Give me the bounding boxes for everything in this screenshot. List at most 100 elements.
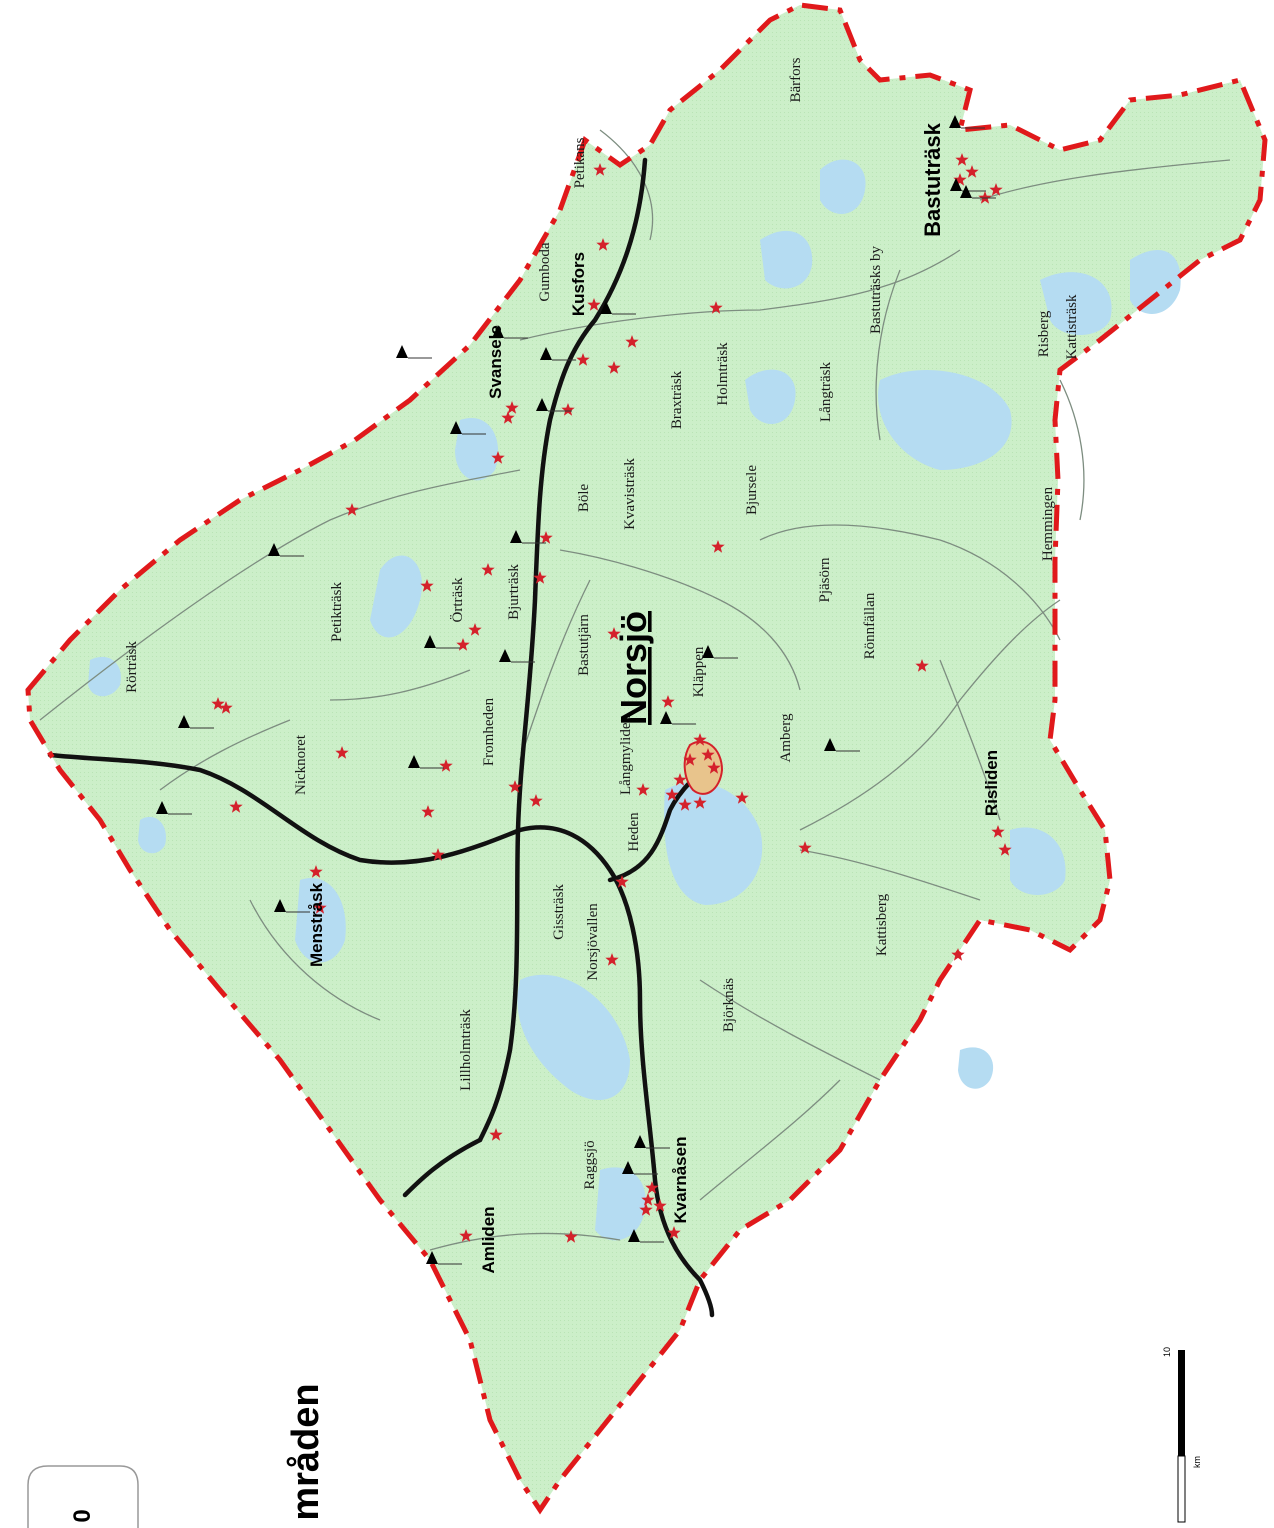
- star-icon: [701, 748, 715, 761]
- star-icon: [625, 335, 639, 348]
- triangle-flag-icon: [600, 301, 636, 315]
- triangle-flag-icon: [424, 635, 460, 649]
- label-risliden: Risliden: [982, 750, 1001, 816]
- star-icon: [576, 353, 590, 366]
- star-icon: [955, 153, 969, 166]
- star-icon: [229, 800, 243, 813]
- star-icon: [693, 733, 707, 746]
- label-norsjovallen: Norsjövallen: [585, 903, 601, 981]
- label-bjursele: Bjursele: [744, 465, 760, 515]
- star-icon: [653, 1199, 667, 1212]
- star-icon: [596, 238, 610, 251]
- label-langtrask: Långträsk: [818, 362, 834, 422]
- label-fromheden: Fromheden: [481, 697, 497, 766]
- triangle-flag-icon: [628, 1229, 664, 1243]
- label-hemmingen: Hemmingen: [1040, 486, 1056, 561]
- label-kattisberg: Kattisberg: [874, 893, 890, 956]
- star-icon: [607, 361, 621, 374]
- label-menstrask: Menstråsk: [307, 882, 326, 967]
- star-icon: [661, 695, 675, 708]
- star-icon: [673, 773, 687, 786]
- star-icon: [711, 540, 725, 553]
- star-icon: [309, 865, 323, 878]
- triangle-flag-icon: [660, 711, 696, 725]
- triangle-flag-icon: [408, 755, 444, 769]
- triangle-flag-icon: [492, 325, 528, 339]
- triangle-flag-icon: [702, 645, 738, 659]
- map-title-fragment: mråden: [285, 1383, 327, 1520]
- triangle-flag-icon: [824, 738, 860, 752]
- triangle-flag-icon: [396, 345, 432, 359]
- star-icon: [439, 759, 453, 772]
- star-icon: [978, 191, 992, 204]
- star-icon: [211, 697, 225, 710]
- star-icon: [593, 163, 607, 176]
- label-langmyliden: Långmyliden: [618, 715, 634, 795]
- scale-bar-unit-label: km: [1192, 1456, 1202, 1468]
- star-icon: [735, 791, 749, 804]
- label-barfors: Bärfors: [788, 57, 804, 102]
- label-amliden: Amliden: [479, 1206, 498, 1273]
- label-norsjo: Norsjö: [613, 611, 654, 725]
- star-icon: [431, 848, 445, 861]
- municipality-border: [25, 2, 1268, 1515]
- star-icon: [468, 623, 482, 636]
- triangle-flag-icon: [949, 115, 985, 129]
- triangle-flag-icon: [426, 1251, 462, 1265]
- star-icon: [951, 948, 965, 961]
- star-icon: [481, 563, 495, 576]
- star-icon: [508, 780, 522, 793]
- lakes: [88, 159, 1181, 1241]
- star-icon: [998, 843, 1012, 856]
- label-braxtrask: Braxträsk: [669, 370, 685, 429]
- star-icon: [683, 753, 697, 766]
- label-ronnfallan: Rönnfällan: [862, 592, 878, 659]
- label-bastutrask-by: Bastuträsks by: [868, 246, 884, 334]
- triangle-flag-icon: [156, 801, 192, 815]
- star-icon: [965, 165, 979, 178]
- star-icon: [915, 659, 929, 672]
- label-ortrask: Örträsk: [449, 577, 466, 622]
- label-klappen: Kläppen: [691, 646, 707, 697]
- triangle-flag-icon: [268, 543, 304, 557]
- label-holmtrask: Holmträsk: [715, 342, 731, 406]
- star-icon: [456, 638, 470, 651]
- star-icon: [313, 901, 327, 914]
- label-kusfors: Kusfors: [569, 252, 588, 316]
- star-icon: [587, 298, 601, 311]
- legend-box-fragment: 0: [27, 1465, 139, 1528]
- label-raggsjo: Raggsjö: [582, 1140, 598, 1189]
- star-icon: [561, 403, 575, 416]
- star-icon: [798, 841, 812, 854]
- triangle-flag-icon: [540, 347, 576, 361]
- star-icon: [219, 701, 233, 714]
- label-pjasorn: Pjäsörn: [817, 557, 833, 603]
- star-icon: [605, 953, 619, 966]
- star-icon: [539, 531, 553, 544]
- triangle-flag-icon: [274, 899, 310, 913]
- stars-layer: [211, 153, 1012, 1243]
- label-amberg: Amberg: [778, 713, 794, 762]
- major-roads: [47, 157, 721, 1318]
- label-bastutjarn: Bastutjärn: [576, 614, 592, 676]
- label-lillholmtrask: Lillholmträsk: [458, 1009, 474, 1091]
- label-nicknoret: Nicknoret: [293, 734, 309, 795]
- label-risberg: Risberg: [1036, 310, 1052, 357]
- star-icon: [345, 503, 359, 516]
- triangle-flag-icon: [960, 185, 996, 199]
- label-gissitrask: Gissträsk: [551, 884, 567, 940]
- label-petikans: Petikans: [572, 137, 588, 188]
- label-svansele: Svansele: [486, 325, 505, 399]
- star-icon: [529, 794, 543, 807]
- star-icon: [693, 796, 707, 809]
- label-bjorknas: Björknäs: [721, 978, 737, 1032]
- label-petiktrask: Petikträsk: [329, 582, 345, 642]
- label-heden: Heden: [626, 812, 642, 852]
- town-area-norsjo: [683, 740, 724, 795]
- triangle-flag-icon: [536, 398, 572, 412]
- star-icon: [665, 788, 679, 801]
- star-icon: [667, 1226, 681, 1239]
- label-kattistrask: Kattisträsk: [1064, 294, 1080, 359]
- triangle-flag-icon: [622, 1161, 658, 1175]
